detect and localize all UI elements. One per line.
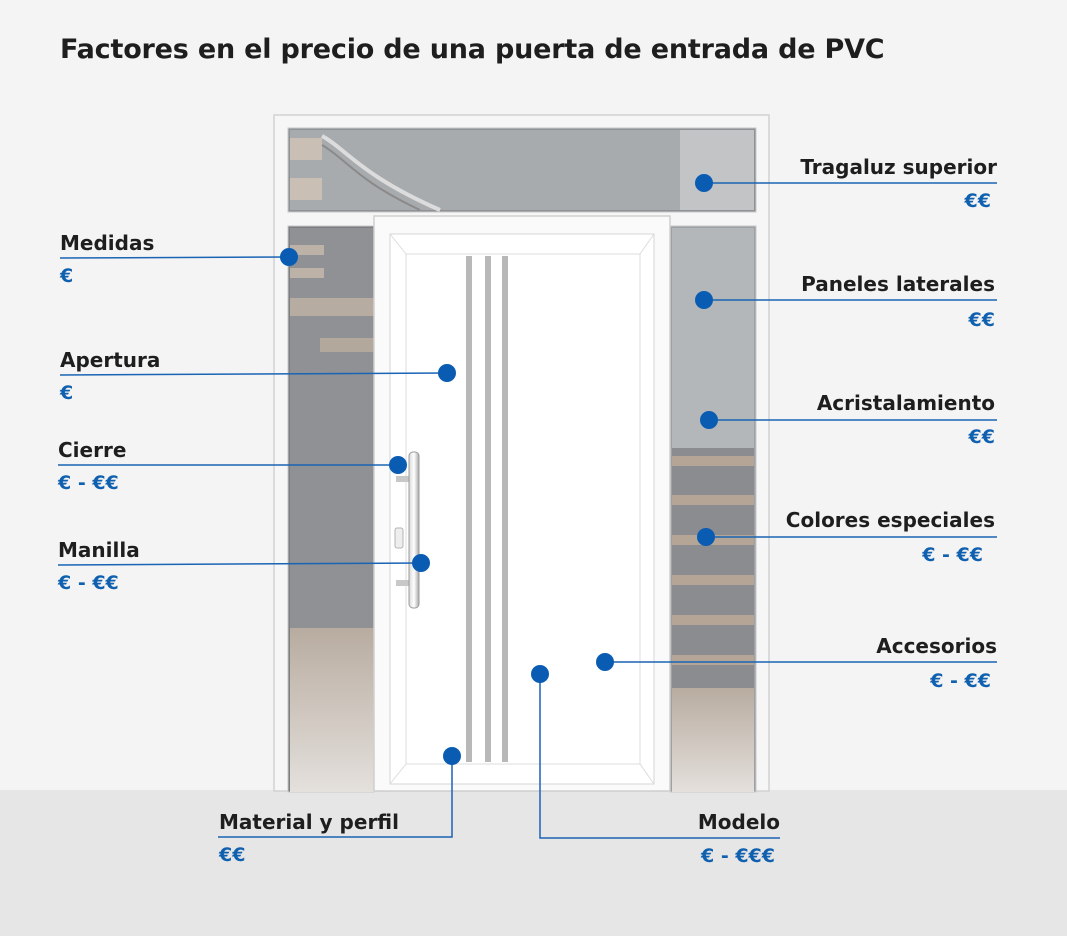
price-tragaluz-superior: €€ xyxy=(964,190,991,212)
label-acristalamiento: Acristalamiento xyxy=(816,391,995,415)
price-medidas: € xyxy=(60,265,74,287)
price-cierre: € - €€ xyxy=(58,472,119,494)
price-acristalamiento: €€ xyxy=(968,426,995,448)
price-accesorios: € - €€ xyxy=(930,670,991,692)
label-modelo: Modelo xyxy=(697,810,780,834)
label-medidas: Medidas xyxy=(60,231,155,255)
dot-manilla xyxy=(412,554,430,572)
dot-accesorios xyxy=(596,653,614,671)
dot-paneles xyxy=(695,291,713,309)
dot-tragaluz xyxy=(695,174,713,192)
dot-medidas xyxy=(280,248,298,266)
page-title: Factores en el precio de una puerta de e… xyxy=(60,34,885,65)
label-accesorios: Accesorios xyxy=(876,634,997,658)
dot-modelo xyxy=(531,665,549,683)
label-colores-especiales: Colores especiales xyxy=(785,508,995,532)
dot-cierre xyxy=(389,456,407,474)
price-material-y-perfil: €€ xyxy=(219,844,246,866)
price-manilla: € - €€ xyxy=(58,572,119,594)
label-tragaluz-superior: Tragaluz superior xyxy=(800,155,997,179)
label-apertura: Apertura xyxy=(60,348,161,372)
label-manilla: Manilla xyxy=(58,538,140,562)
dot-colores xyxy=(697,528,715,546)
floor-band xyxy=(0,790,1067,936)
dot-acristalamiento xyxy=(700,411,718,429)
label-paneles-laterales: Paneles laterales xyxy=(801,272,995,296)
price-modelo: € - €€€ xyxy=(701,845,775,867)
label-cierre: Cierre xyxy=(58,438,127,462)
price-apertura: € xyxy=(60,382,74,404)
dot-material xyxy=(443,747,461,765)
dot-apertura xyxy=(438,364,456,382)
label-material-y-perfil: Material y perfil xyxy=(219,810,399,834)
price-paneles-laterales: €€ xyxy=(968,309,995,331)
price-colores-especiales: € - €€ xyxy=(922,544,983,566)
